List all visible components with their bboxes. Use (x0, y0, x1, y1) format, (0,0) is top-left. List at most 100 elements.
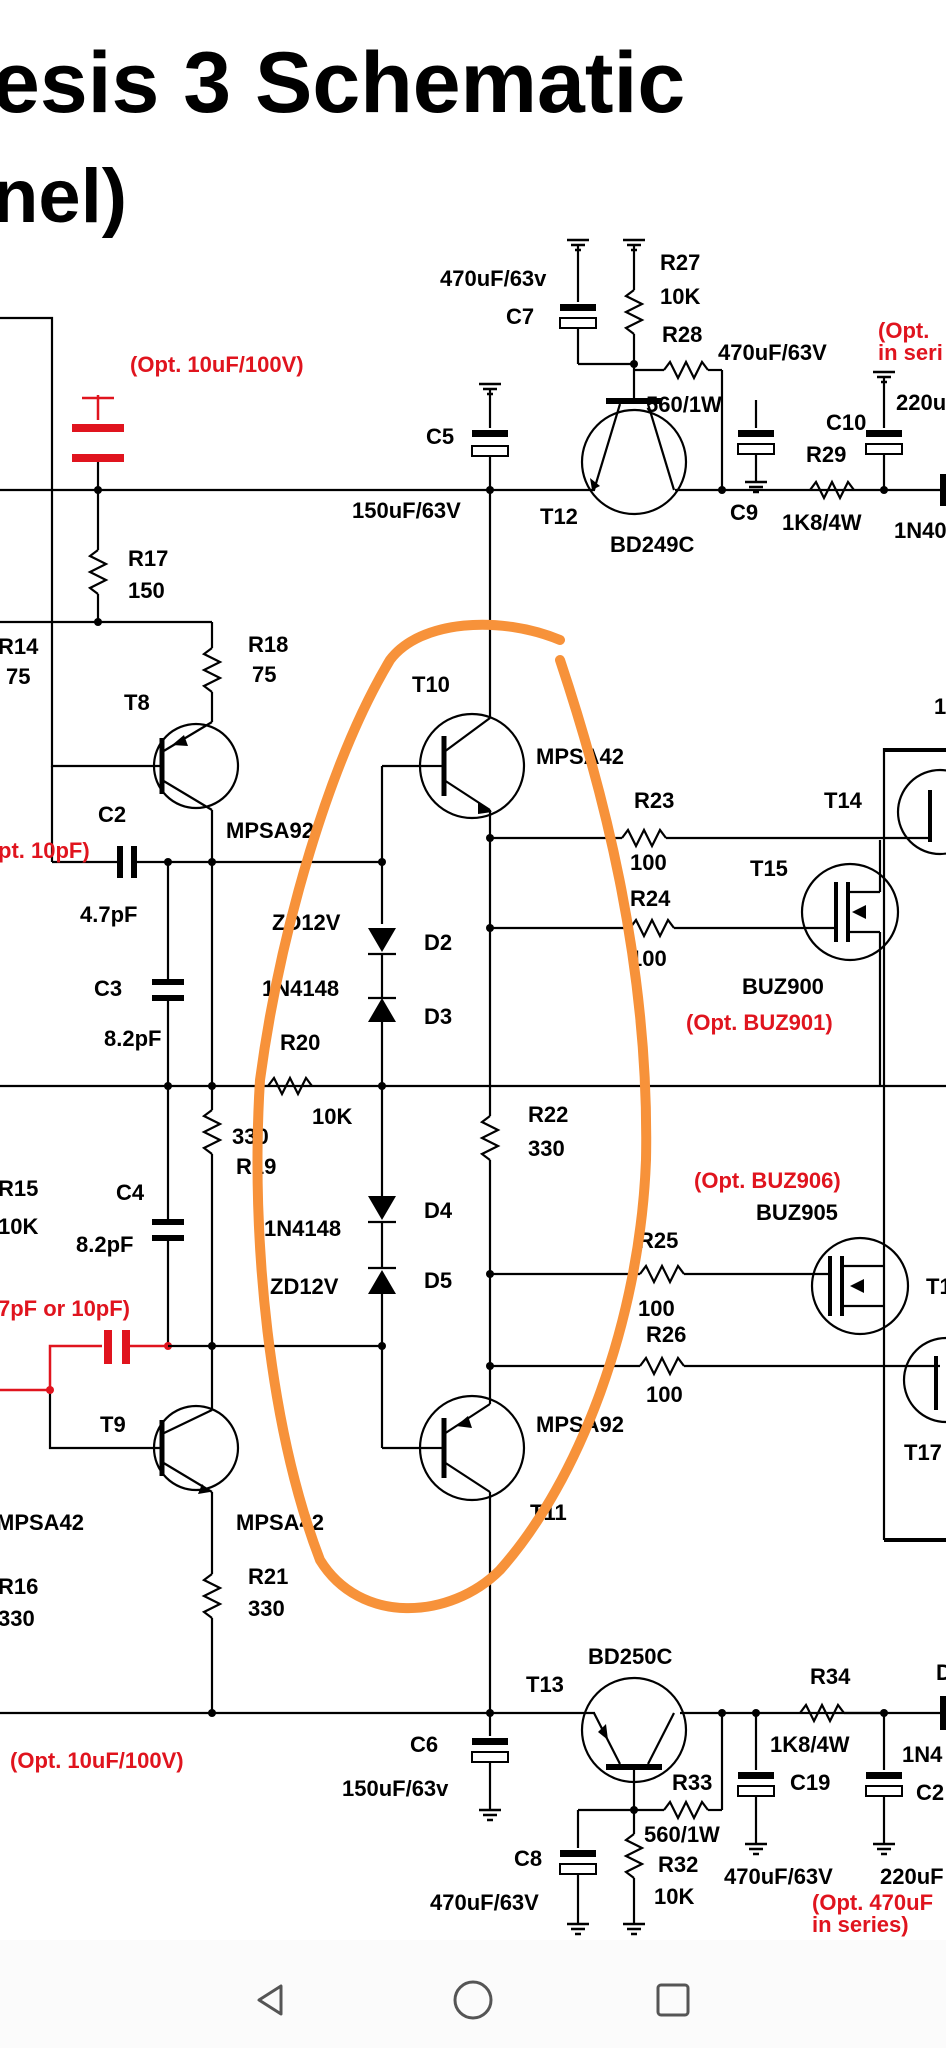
label-r21: R21 (248, 1564, 288, 1589)
back-icon[interactable] (246, 1975, 296, 2025)
ground-r32 (621, 1922, 647, 1936)
diode-d3 (368, 996, 396, 1022)
opt-cap-middle (104, 1330, 168, 1364)
capacitor-c2 (117, 846, 137, 878)
value-c8: 470uF/63V (430, 1890, 539, 1915)
label-1n4148-b: 1N4148 (264, 1216, 341, 1241)
capacitor-c7 (559, 304, 597, 329)
schematic-subtitle: nel) (0, 154, 127, 239)
label-c5: C5 (426, 424, 454, 449)
value-t16: BUZ905 (756, 1200, 838, 1225)
note-opt-buz901: (Opt. BUZ901) (686, 1010, 833, 1035)
home-icon[interactable] (448, 1975, 498, 2025)
label-c2: C2 (98, 802, 126, 827)
value-r29: 1K8/4W (782, 510, 862, 535)
label-r32: R32 (658, 1852, 698, 1877)
value-c19: 470uF/63V (724, 1864, 833, 1889)
label-edge-top: 1 (934, 694, 946, 719)
label-t16: T1 (926, 1274, 946, 1299)
label-r17: R17 (128, 546, 168, 571)
ground-c20 (871, 1842, 897, 1856)
label-c6: C6 (410, 1732, 438, 1757)
value-c5: 150uF/63V (352, 498, 461, 523)
label-t10: T10 (412, 672, 450, 697)
mosfet-t17 (884, 1336, 946, 1542)
hand-drawn-highlight-loop (252, 619, 652, 1614)
value-r22: 330 (528, 1136, 565, 1161)
value-c9: 470uF/63V (718, 340, 827, 365)
value-c6: 150uF/63v (342, 1776, 449, 1801)
label-d4: D4 (424, 1198, 453, 1223)
label-r24: R24 (630, 886, 671, 911)
note-opt-470uf-2: in series) (812, 1912, 909, 1937)
label-r33: R33 (672, 1770, 712, 1795)
value-c4: 8.2pF (76, 1232, 133, 1257)
value-r23: 100 (630, 850, 667, 875)
label-t17: T17 (904, 1440, 942, 1465)
opt-cap-top (72, 395, 124, 490)
label-c20: C2 (916, 1780, 944, 1805)
diode-d4 (368, 1196, 396, 1224)
resistor-r32 (624, 1832, 644, 1880)
note-opt-10uf-top: (Opt. 10uF/100V) (130, 352, 304, 377)
resistor-r27 (624, 288, 644, 336)
capacitor-c19 (737, 1772, 775, 1797)
note-opt-7pf: 7pF or 10pF) (0, 1296, 130, 1321)
capacitor-c9 (737, 430, 775, 455)
capacitor-c8 (559, 1850, 597, 1875)
resistor-r25 (638, 1264, 686, 1284)
value-r27: 10K (660, 284, 700, 309)
label-r29: R29 (806, 442, 846, 467)
value-r28: 560/1W (646, 392, 722, 417)
label-t12: T12 (540, 504, 578, 529)
value-t13: BD250C (588, 1644, 672, 1669)
input-wire-top (0, 316, 140, 768)
resistor-r23 (620, 828, 668, 848)
value-r21: 330 (248, 1596, 285, 1621)
note-opt-top-right: (Opt. (878, 318, 929, 343)
value-r16: 330 (0, 1606, 35, 1631)
mosfet-t15 (800, 840, 900, 1086)
label-t15: T15 (750, 856, 788, 881)
label-t13: T13 (526, 1672, 564, 1697)
schematic-title: esis 3 Schematic (0, 35, 685, 131)
label-d3: D3 (424, 1004, 452, 1029)
label-c8: C8 (514, 1846, 542, 1871)
value-r14: 75 (6, 664, 30, 689)
resistor-r26 (638, 1356, 686, 1376)
transistor-t12 (580, 398, 688, 516)
value-c10: 220u (896, 390, 946, 415)
value-r25: 100 (638, 1296, 675, 1321)
value-r20: 10K (312, 1104, 352, 1129)
label-r15: R15 (0, 1176, 38, 1201)
value-r32: 10K (654, 1884, 694, 1909)
resistor-r22 (480, 1114, 500, 1162)
label-t9: T9 (100, 1412, 126, 1437)
label-r23: R23 (634, 788, 674, 813)
ground-c6 (477, 1808, 503, 1822)
zener-diode-d5 (368, 1266, 396, 1294)
label-c19: C19 (790, 1770, 830, 1795)
value-r15: 10K (0, 1214, 38, 1239)
label-c9: C9 (730, 500, 758, 525)
label-c4: C4 (116, 1180, 145, 1205)
resistor-r19 (202, 1108, 222, 1156)
label-c3: C3 (94, 976, 122, 1001)
capacitor-c4 (152, 1219, 184, 1241)
zener-diode-d2 (368, 928, 396, 956)
recents-icon[interactable] (648, 1975, 698, 2025)
resistor-r17 (88, 548, 108, 596)
label-c10: C10 (826, 410, 866, 435)
value-r18: 75 (252, 662, 276, 687)
mosfet-t14 (690, 748, 946, 856)
resistor-r28 (662, 360, 710, 380)
label-diode-top: 1N40 (894, 518, 946, 543)
value-r19: 330 (232, 1124, 269, 1149)
label-c7: C7 (506, 304, 534, 329)
mosfet-t16 (810, 1236, 910, 1336)
transistor-t9 (140, 1404, 240, 1494)
transistor-t8 (140, 721, 240, 811)
value-r34: 1K8/4W (770, 1732, 850, 1757)
capacitor-c3 (152, 979, 184, 1001)
